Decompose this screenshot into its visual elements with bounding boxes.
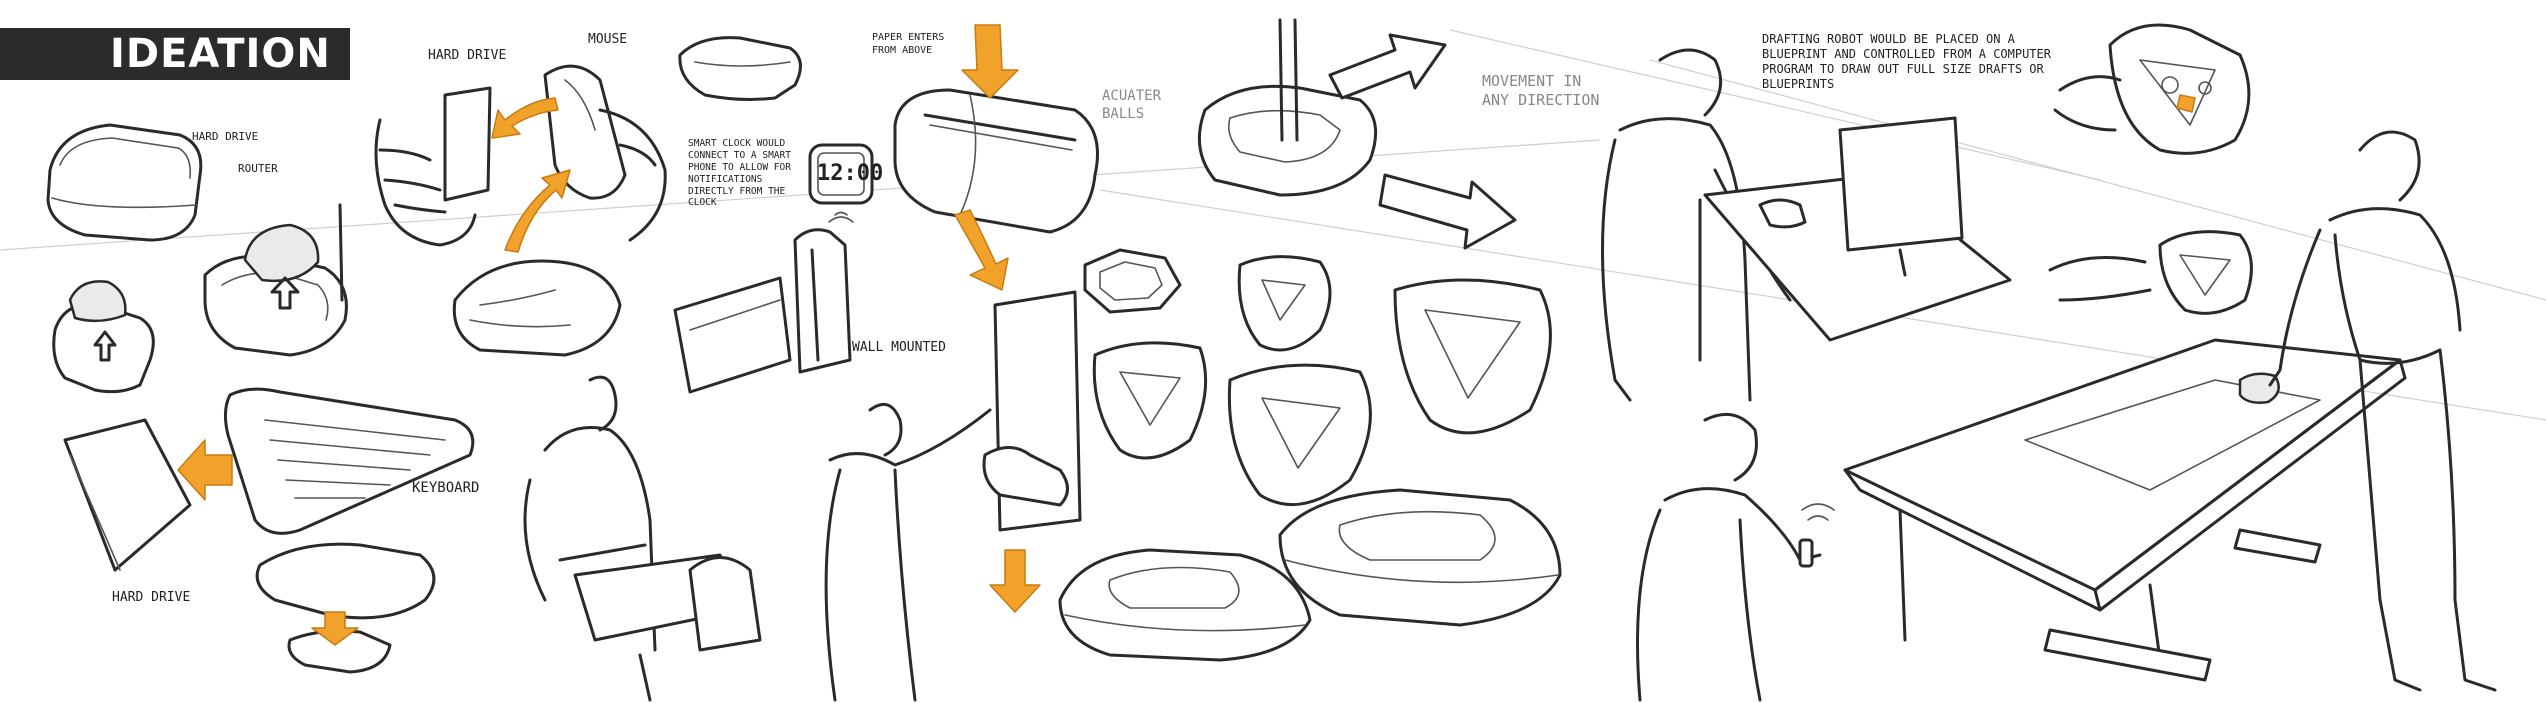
drafting-table-sketch: [1843, 338, 2407, 682]
hands-holding-robot-sketch: [2048, 23, 2253, 315]
label-wall-mounted: WALL MOUNTED: [852, 340, 946, 355]
paper-printer-sketch: [893, 88, 1099, 234]
keyboard-sketch: [223, 387, 475, 535]
flat-robot-concepts: [1058, 488, 1562, 662]
smart-clock-sketch: [808, 143, 874, 223]
label-acuator-balls: ACUATER BALLS: [1102, 88, 1162, 122]
small-hard-drive-sketch: [52, 280, 155, 394]
hand-holding-mouse: [543, 64, 667, 242]
standing-man-sketch: [2268, 130, 2497, 692]
label-hard-drive-left: HARD DRIVE: [192, 130, 259, 143]
clock-display: 12:00: [817, 161, 884, 186]
hard-drive-cube-sketch: [46, 123, 203, 242]
title-bar: [0, 28, 350, 80]
label-hard-drive-bottom: HARD DRIVE: [112, 590, 191, 605]
label-keyboard: KEYBOARD: [412, 480, 480, 496]
label-drafting-robot: DRAFTING ROBOT WOULD BE PLACED ON A BLUE…: [1762, 32, 2051, 91]
hard-drive-box-sketch: [63, 418, 192, 572]
flat-device-sketch: [678, 36, 802, 101]
label-smart-clock: SMART CLOCK WOULD CONNECT TO A SMART PHO…: [688, 138, 791, 209]
person-at-computer-sketch: [1601, 48, 2012, 402]
mouse-drive-bottom-sketch: [255, 542, 436, 674]
label-router: ROUTER: [238, 162, 278, 175]
robot-base-with-pen-sketch: [1197, 18, 1378, 197]
person-using-printer-sketch: [523, 375, 762, 702]
hand-holding-hard-drive: [374, 86, 492, 247]
hexagon-robot-small: [1083, 248, 1182, 314]
orange-arrows-mouse-drive: [491, 97, 571, 253]
orange-arrow-keyboard: [177, 439, 233, 501]
person-with-phone-sketch: [1636, 412, 1835, 702]
triangle-robot-concepts: [1092, 255, 1552, 507]
orange-arrows-paper: [954, 24, 1019, 291]
hand-on-mouse: [452, 259, 622, 357]
docking-station-sketch: [673, 228, 852, 394]
movement-arrows: [1328, 33, 1517, 250]
person-wall-mounted-sketch: [824, 290, 1082, 702]
label-movement: MOVEMENT IN ANY DIRECTION: [1482, 72, 1600, 109]
router-sketch: [203, 203, 348, 357]
label-mouse: MOUSE: [588, 32, 628, 47]
label-paper-enters: PAPER ENTERS FROM ABOVE: [872, 32, 945, 56]
label-hard-drive-top: HARD DRIVE: [428, 48, 507, 63]
page-title: IDEATION: [110, 31, 331, 77]
